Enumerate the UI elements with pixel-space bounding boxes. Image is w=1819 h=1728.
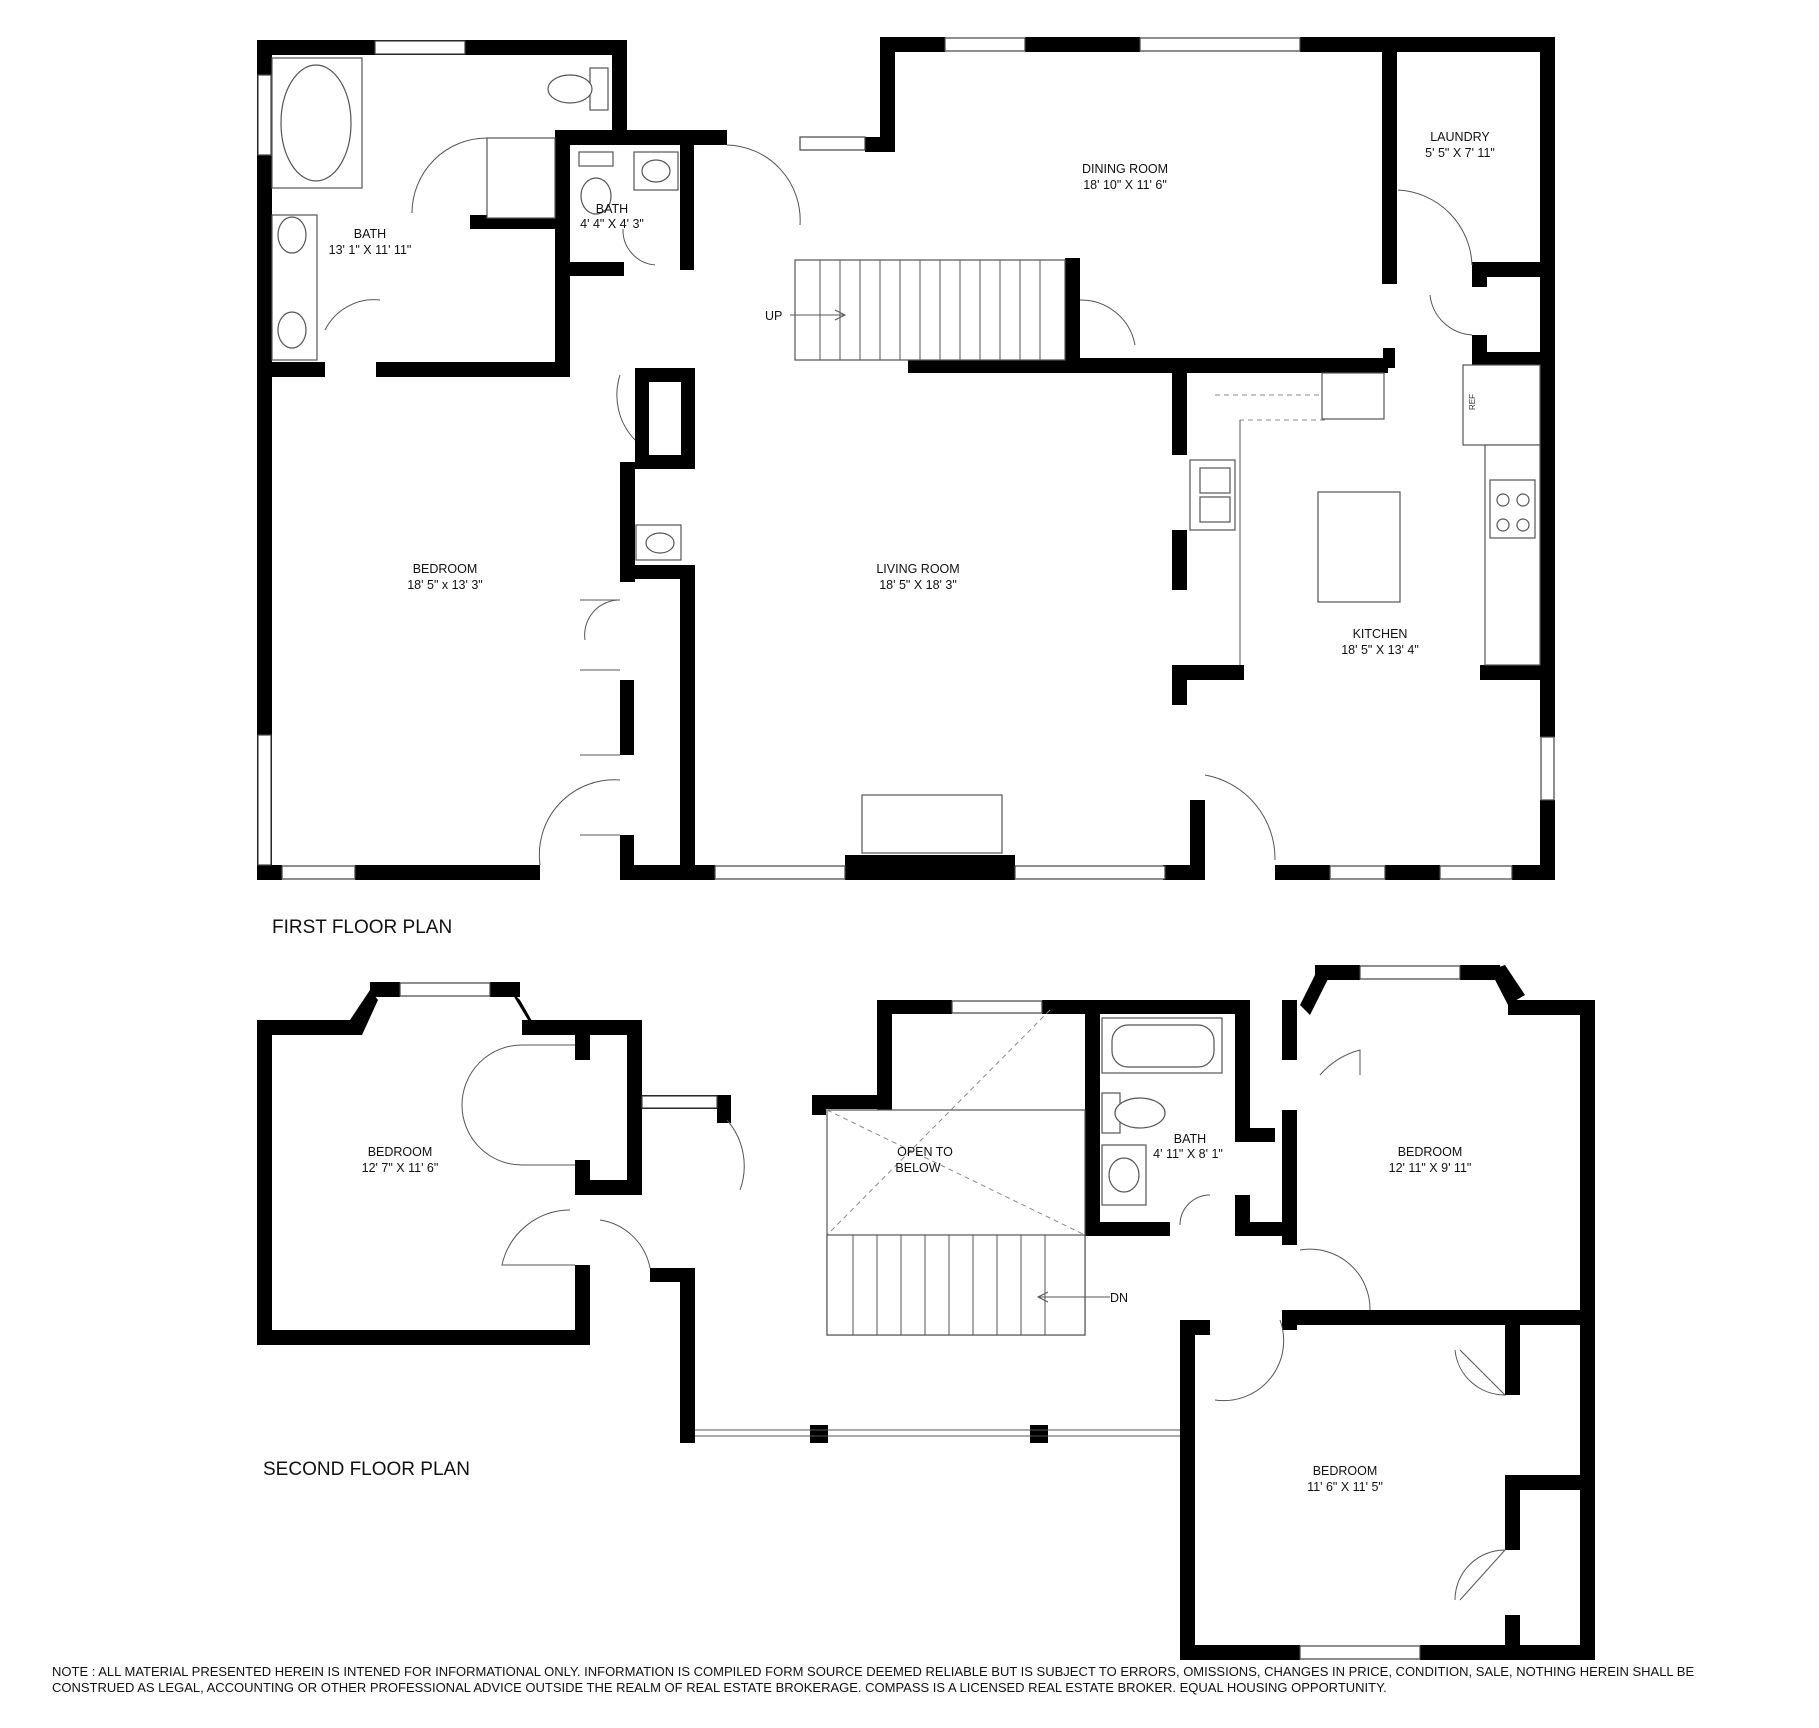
second-floor-fixtures <box>1101 1017 1223 1206</box>
room-name: BEDROOM <box>368 1145 433 1159</box>
room-dims: BELOW <box>895 1161 940 1175</box>
room-name: BEDROOM <box>413 562 478 576</box>
second-floor-title: SECOND FLOOR PLAN <box>263 1459 470 1480</box>
room-name: BATH <box>354 227 386 241</box>
first-floor <box>257 37 1555 880</box>
room-name: BATH <box>1174 1132 1206 1146</box>
room-labels: BATH 13' 1" X 11' 11" BATH 4' 4" X 4' 3"… <box>329 130 1495 1494</box>
second-floor-doors <box>461 1044 1507 1601</box>
room-dims: 4' 11" X 8' 1" <box>1153 1147 1223 1161</box>
room-dims: 18' 5" X 13' 4" <box>1341 643 1419 657</box>
room-dims: 5' 5" X 7' 11" <box>1425 146 1495 160</box>
room-name: BEDROOM <box>1313 1464 1378 1478</box>
first-floor-walls <box>257 37 1555 880</box>
refrigerator-label: REF <box>1468 394 1477 410</box>
room-name: KITCHEN <box>1353 627 1408 641</box>
stairs-up-label: UP <box>765 309 782 323</box>
second-floor-windows <box>399 965 1461 1660</box>
first-floor-title: FIRST FLOOR PLAN <box>272 917 452 938</box>
room-dims: 18' 5" X 18' 3" <box>879 578 957 592</box>
first-floor-fixtures <box>271 57 1541 854</box>
room-name: BEDROOM <box>1398 1145 1463 1159</box>
second-floor-walls <box>257 965 1595 1660</box>
first-floor-windows <box>257 37 1555 880</box>
room-dims: 11' 6" X 11' 5" <box>1307 1480 1383 1494</box>
room-dims: 12' 11" X 9' 11" <box>1389 1161 1472 1175</box>
room-dims: 4' 4" X 4' 3" <box>580 217 644 231</box>
room-dims: 13' 1" X 11' 11" <box>329 243 412 257</box>
room-name: DINING ROOM <box>1082 162 1168 176</box>
room-name: LAUNDRY <box>1430 130 1490 144</box>
room-dims: 12' 7" X 11' 6" <box>362 1161 439 1175</box>
second-floor <box>257 965 1595 1660</box>
room-name: BATH <box>596 202 628 216</box>
second-floor-stairs <box>826 1009 1110 1336</box>
room-name: LIVING ROOM <box>876 562 959 576</box>
room-dims: 18' 10" X 11' 6" <box>1083 178 1167 192</box>
room-name: OPEN TO <box>897 1145 953 1159</box>
disclaimer-note: NOTE : ALL MATERIAL PRESENTED HEREIN IS … <box>52 1664 1695 1695</box>
room-dims: 18' 5" x 13' 3" <box>407 578 483 592</box>
first-floor-stairs <box>790 259 1066 361</box>
first-floor-doors <box>324 137 1473 866</box>
stairs-down-label: DN <box>1110 1291 1128 1305</box>
